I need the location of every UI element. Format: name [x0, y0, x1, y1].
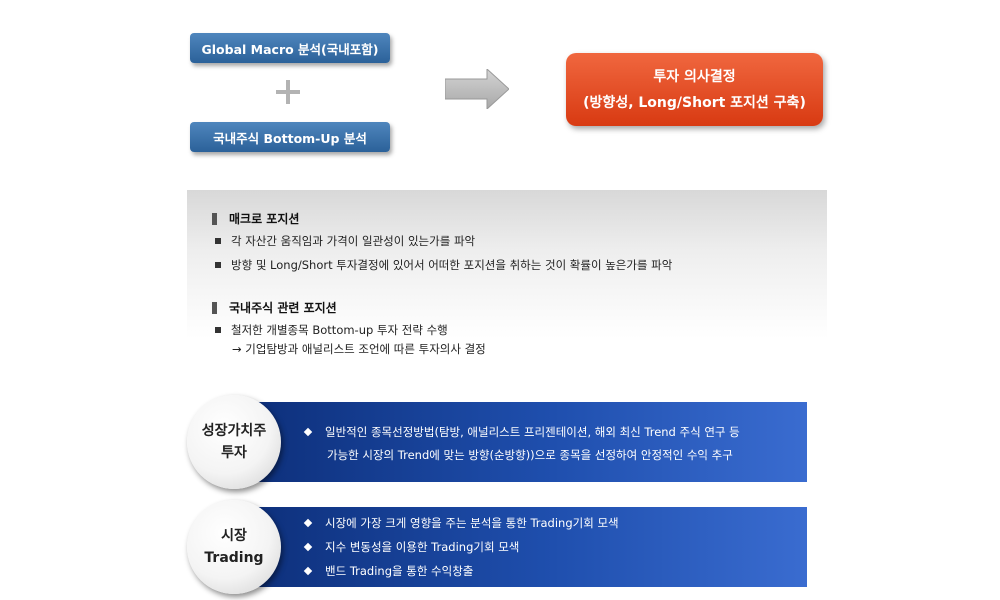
market-item: 지수 변동성을 이용한 Trading기회 모색	[303, 539, 520, 555]
diamond-bullet-icon	[303, 566, 313, 576]
decision-subtitle: (방향성, Long/Short 포지션 구축)	[583, 94, 806, 111]
macro-heading: 매크로 포지션	[212, 210, 299, 227]
growth-band	[243, 402, 807, 482]
decision-title: 투자 의사결정	[653, 68, 736, 85]
market-item: 시장에 가장 크게 영향을 주는 분석을 통한 Trading기회 모색	[303, 515, 619, 531]
macro-bullet-text: 각 자산간 움직임과 가격이 일관성이 있는가를 파악	[231, 234, 476, 248]
list-item: 방향 및 Long/Short 투자결정에 있어서 어떠한 포지션을 취하는 것…	[215, 257, 672, 273]
market-circle: 시장 Trading	[187, 500, 281, 594]
market-circle-line2: Trading	[204, 550, 264, 566]
growth-item-text: 일반적인 종목선정방법(탐방, 애널리스트 프리젠테이션, 해외 최신 Tren…	[325, 425, 740, 439]
diamond-bullet-icon	[303, 518, 313, 528]
growth-circle-line2: 투자	[221, 445, 247, 461]
domestic-bottom-up-box: 국내주식 Bottom-Up 분석	[190, 122, 390, 152]
global-macro-label: Global Macro 분석(국내포함)	[201, 41, 379, 57]
domestic-sub-text: → 기업탐방과 애널리스트 조언에 따른 투자의사 결정	[232, 342, 486, 356]
square-bullet-icon	[215, 327, 221, 333]
heading-bar-icon	[212, 212, 217, 225]
domestic-bottom-up-label: 국내주식 Bottom-Up 분석	[213, 130, 367, 146]
list-item: 철저한 개별종목 Bottom-up 투자 전략 수행	[215, 322, 448, 338]
macro-bullet-text: 방향 및 Long/Short 투자결정에 있어서 어떠한 포지션을 취하는 것…	[231, 258, 673, 272]
square-bullet-icon	[215, 262, 221, 268]
market-item: 밴드 Trading을 통한 수익창출	[303, 563, 474, 579]
growth-circle: 성장가치주 투자	[187, 395, 281, 489]
market-band	[243, 507, 807, 587]
square-bullet-icon	[215, 238, 221, 244]
growth-item-continuation: 가능한 시장의 Trend에 맞는 방향(순방향))으로 종목을 선정하여 안정…	[327, 448, 733, 462]
market-circle-line1: 시장	[221, 528, 247, 544]
diamond-bullet-icon	[303, 542, 313, 552]
arrow-right-icon	[445, 69, 509, 109]
domestic-bullet-text: 철저한 개별종목 Bottom-up 투자 전략 수행	[231, 323, 448, 337]
market-item-text: 밴드 Trading을 통한 수익창출	[325, 564, 474, 578]
heading-bar-icon	[212, 301, 217, 314]
market-item-text: 지수 변동성을 이용한 Trading기회 모색	[325, 540, 520, 554]
growth-circle-line1: 성장가치주	[201, 423, 267, 439]
macro-heading-text: 매크로 포지션	[229, 212, 300, 226]
strategy-panel	[187, 190, 827, 365]
domestic-heading-text: 국내주식 관련 포지션	[229, 301, 337, 315]
investment-decision-box: 투자 의사결정 (방향성, Long/Short 포지션 구축)	[566, 53, 823, 126]
list-item: 각 자산간 움직임과 가격이 일관성이 있는가를 파악	[215, 233, 475, 249]
plus-icon	[276, 80, 300, 104]
growth-item: 일반적인 종목선정방법(탐방, 애널리스트 프리젠테이션, 해외 최신 Tren…	[303, 424, 740, 440]
diamond-bullet-icon	[303, 427, 313, 437]
domestic-heading: 국내주식 관련 포지션	[212, 299, 337, 316]
market-item-text: 시장에 가장 크게 영향을 주는 분석을 통한 Trading기회 모색	[325, 516, 619, 530]
global-macro-box: Global Macro 분석(국내포함)	[190, 33, 390, 63]
